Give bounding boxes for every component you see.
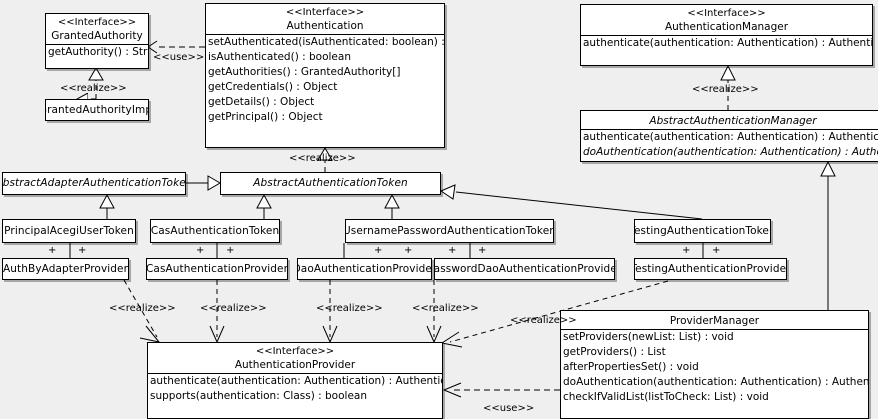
edge-label-realize-abstractauthenticationtoken: <<realize>> [289, 153, 356, 164]
class-testing-authentication-provider[interactable]: TestingAuthenticationProvider [634, 258, 787, 280]
compartment-divider [581, 35, 872, 36]
compartment-divider [561, 329, 868, 330]
class-name-label: AuthenticationManager [664, 21, 789, 33]
operation-row: authenticate(authentication: Authenticat… [150, 375, 443, 387]
edge-label-realize-grantedauthorityimpl: <<realize>> [60, 83, 127, 94]
operations-compartment: authenticate(authentication: Authenticat… [581, 36, 872, 51]
association-plus-marker: + [478, 245, 487, 256]
class-name-label: CasAuthenticationProvider [146, 262, 288, 275]
class-authentication[interactable]: <<Interface>> Authentication setAuthenti… [205, 3, 445, 148]
edge-label-realize-testingauthenticationprovider: <<realize>> [510, 315, 577, 326]
operation-row: getAuthorities() : GrantedAuthority[] [208, 66, 401, 78]
operation-row: authenticate(authentication: Authenticat… [583, 37, 873, 49]
class-cas-authentication-provider[interactable]: CasAuthenticationProvider [146, 258, 288, 280]
operation-row: getDetails() : Object [208, 96, 315, 108]
class-header: <<Interface>> GrantedAuthority [46, 14, 148, 44]
class-name-label: GrantedAuthority [51, 30, 143, 42]
operation-row: setProviders(newList: List) : void [563, 331, 734, 343]
edge-label-use-authentication-grantedauthority: <<use>> [153, 52, 205, 63]
class-username-password-authentication-token[interactable]: UsernamePasswordAuthenticationToken [345, 219, 554, 243]
class-abstract-authentication-token[interactable]: AbstractAuthenticationToken [220, 172, 441, 195]
class-header: <<Interface>> AuthenticationProvider [148, 343, 442, 373]
operation-row: afterPropertiesSet() : void [563, 361, 699, 373]
association-plus-marker: + [196, 245, 205, 256]
class-name-label: DaoAuthenticationProvider [297, 262, 432, 275]
edge-label-realize-casauthenticationprovider: <<realize>> [200, 303, 267, 314]
operation-row: authenticate(authentication: Authenticat… [583, 131, 878, 143]
association-plus-marker: + [78, 245, 87, 256]
class-authentication-manager[interactable]: <<Interface>> AuthenticationManager auth… [580, 4, 873, 66]
association-plus-marker: + [404, 245, 413, 256]
operation-row: checkIfValidList(listToCheck: List) : vo… [563, 391, 769, 403]
operation-row: getPrincipal() : Object [208, 111, 323, 123]
class-testing-authentication-token[interactable]: TestingAuthenticationToken [634, 219, 771, 243]
association-plus-marker: + [226, 245, 235, 256]
operation-row: doAuthentication(authentication: Authent… [583, 146, 878, 158]
class-name-label: AbstractAuthenticationManager [649, 115, 817, 127]
operation-row: supports(authentication: Class) : boolea… [150, 390, 367, 402]
class-provider-manager[interactable]: ProviderManager setProviders(newList: Li… [560, 310, 869, 419]
class-dao-authentication-provider[interactable]: DaoAuthenticationProvider [297, 258, 432, 280]
operation-row: isAuthenticated() : boolean [208, 51, 351, 63]
class-granted-authority-impl[interactable]: GrantedAuthorityImpl [45, 99, 149, 121]
class-name-label: AbstractAuthenticationToken [253, 177, 408, 189]
class-name-label: PrincipalAcegiUserToken [4, 224, 134, 237]
stereotype-label: <<Interface>> [285, 7, 365, 18]
operations-compartment: getAuthority() : String [46, 45, 148, 60]
class-name-label: TestingAuthenticationToken [634, 224, 771, 237]
class-granted-authority[interactable]: <<Interface>> GrantedAuthority getAuthor… [45, 13, 149, 69]
class-auth-by-adapter-provider[interactable]: AuthByAdapterProvider [2, 258, 129, 280]
class-name-label: AuthByAdapterProvider [3, 262, 129, 275]
class-name-label: UsernamePasswordAuthenticationToken [345, 224, 554, 237]
compartment-divider [206, 34, 444, 35]
class-password-dao-authentication-provider[interactable]: PasswordDaoAuthenticationProvider [434, 258, 615, 280]
edge-label-realize-authbyadapterprovider: <<realize>> [109, 303, 176, 314]
association-plus-marker: + [48, 245, 57, 256]
class-principal-acegi-user-token[interactable]: PrincipalAcegiUserToken [2, 219, 136, 243]
class-name-label: Authentication [286, 20, 364, 32]
association-plus-marker: + [682, 245, 691, 256]
stereotype-label: <<Interface>> [687, 8, 766, 19]
association-plus-marker: + [448, 245, 457, 256]
edge-label-realize-daoauthenticationprovider: <<realize>> [316, 303, 383, 314]
class-name-label: CasAuthenticationToken [150, 224, 280, 237]
edge-label-realize-abstractauthenticationmanager: <<realize>> [692, 84, 759, 95]
class-abstract-adapter-authentication-token[interactable]: AbstractAdapterAuthenticationToken [2, 172, 186, 195]
operation-row: getProviders() : List [563, 346, 666, 358]
class-header: ProviderManager [561, 311, 868, 329]
edge-label-use-providermanager: <<use>> [483, 403, 535, 414]
operations-compartment: authenticate(authentication: Authenticat… [148, 374, 442, 404]
operations-compartment: setAuthenticated(isAuthenticated: boolea… [206, 35, 444, 125]
operations-compartment: setProviders(newList: List) : void getPr… [561, 330, 868, 405]
class-cas-authentication-token[interactable]: CasAuthenticationToken [150, 219, 280, 243]
operation-row: getCredentials() : Object [208, 81, 338, 93]
operation-row: getAuthority() : String [48, 46, 148, 58]
class-name-label: ProviderManager [669, 315, 760, 327]
operation-row: setAuthenticated(isAuthenticated: boolea… [208, 36, 445, 48]
class-header: <<Interface>> AuthenticationManager [581, 5, 872, 35]
class-abstract-authentication-manager[interactable]: AbstractAuthenticationManager authentica… [580, 110, 878, 162]
class-name-label: AuthenticationProvider [234, 359, 356, 371]
class-header: AbstractAuthenticationManager [581, 111, 878, 129]
class-header: <<Interface>> Authentication [206, 4, 444, 34]
class-authentication-provider[interactable]: <<Interface>> AuthenticationProvider aut… [147, 342, 443, 419]
class-name-label: PasswordDaoAuthenticationProvider [434, 262, 615, 275]
operations-compartment: authenticate(authentication: Authenticat… [581, 130, 878, 160]
compartment-divider [581, 129, 878, 130]
class-name-label: GrantedAuthorityImpl [45, 103, 148, 116]
class-name-label: TestingAuthenticationProvider [634, 262, 787, 275]
edge-label-realize-passworddaoauthenticationprovider: <<realize>> [412, 303, 479, 314]
operation-row: doAuthentication(authentication: Authent… [563, 376, 869, 388]
stereotype-label: <<Interface>> [57, 17, 137, 28]
association-plus-marker: + [712, 245, 721, 256]
class-name-label: AbstractAdapterAuthenticationToken [2, 177, 186, 189]
stereotype-label: <<Interface>> [255, 346, 335, 357]
compartment-divider [46, 44, 148, 45]
compartment-divider [148, 373, 442, 374]
association-plus-marker: + [374, 245, 383, 256]
